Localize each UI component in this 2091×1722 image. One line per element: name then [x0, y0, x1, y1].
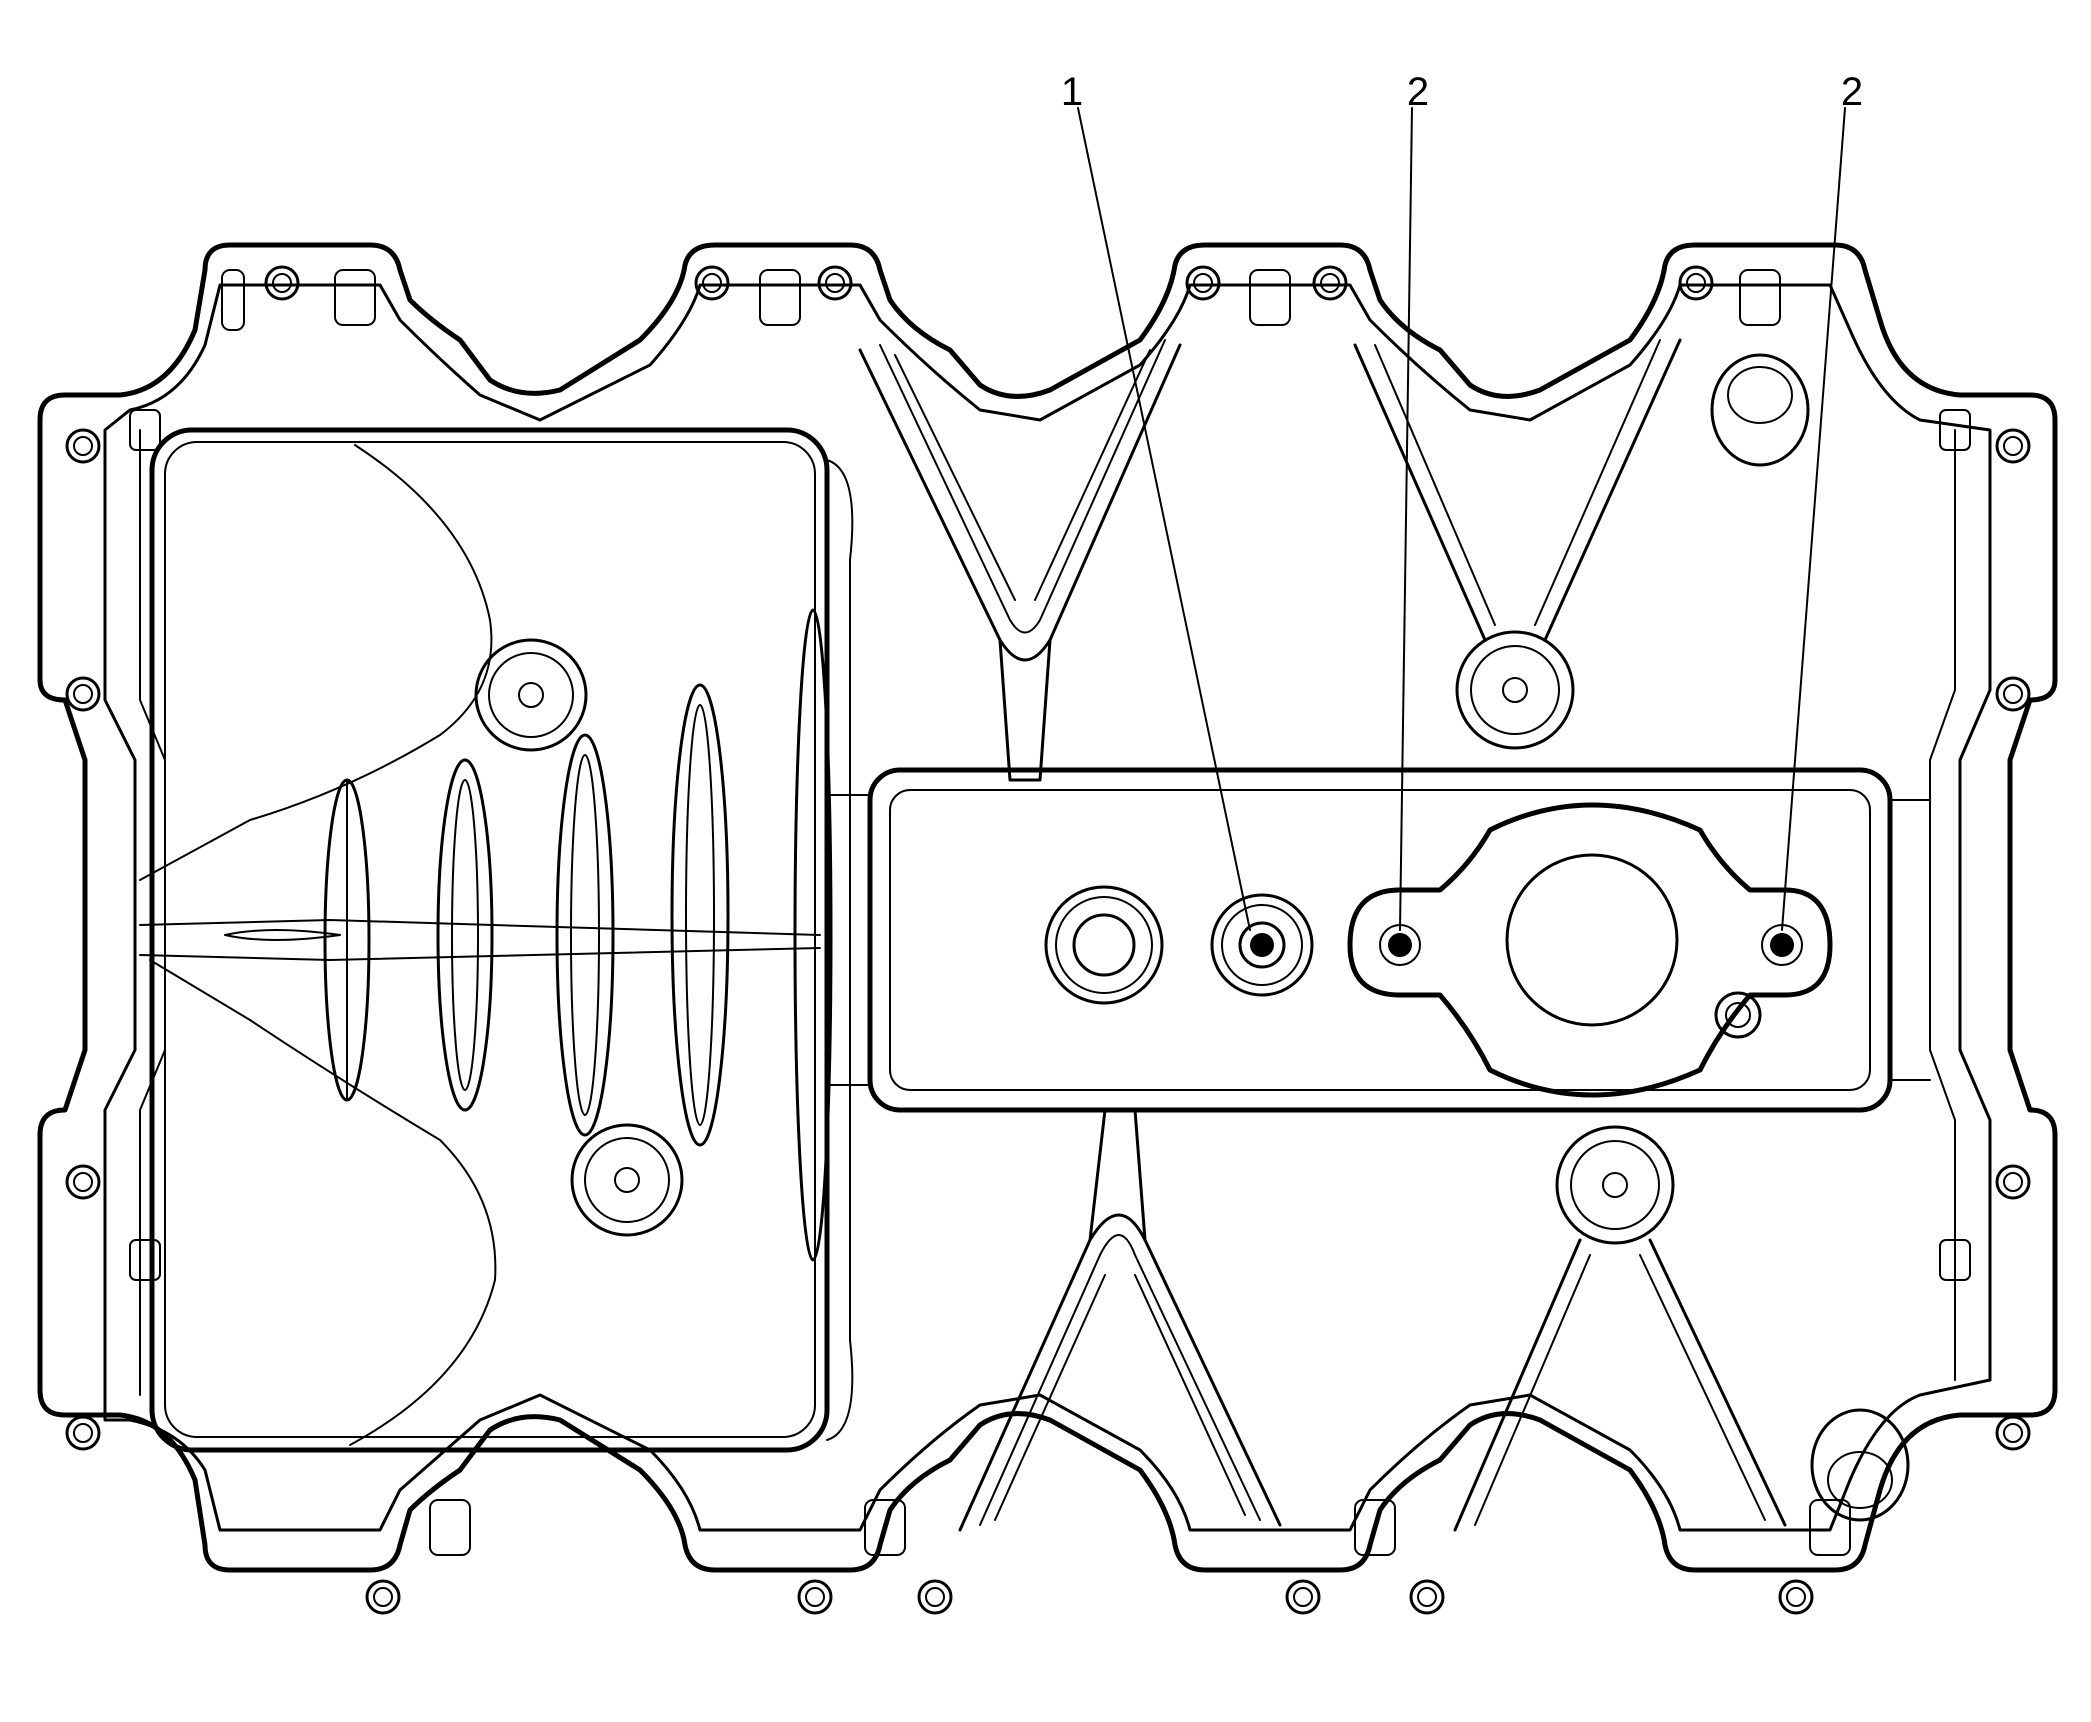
callout-2-left: 2	[1407, 70, 1429, 114]
drain-nubs	[1710, 353, 1910, 1522]
channel-features	[1044, 885, 1314, 1005]
pickup-flange	[1347, 802, 1833, 1098]
callout-2-right: 2	[1841, 70, 1863, 114]
callout-leaders	[1077, 107, 1846, 931]
flange-clip-tabs	[129, 269, 1971, 1556]
center-channel	[829, 767, 1931, 1113]
structural-ribs	[858, 338, 1787, 1532]
left-sump-window	[139, 427, 854, 1453]
baffle-ribs	[323, 608, 833, 1262]
callout-1: 1	[1061, 70, 1083, 114]
flange-bolt-holes	[65, 265, 2031, 1615]
window-bosses	[474, 638, 684, 1237]
